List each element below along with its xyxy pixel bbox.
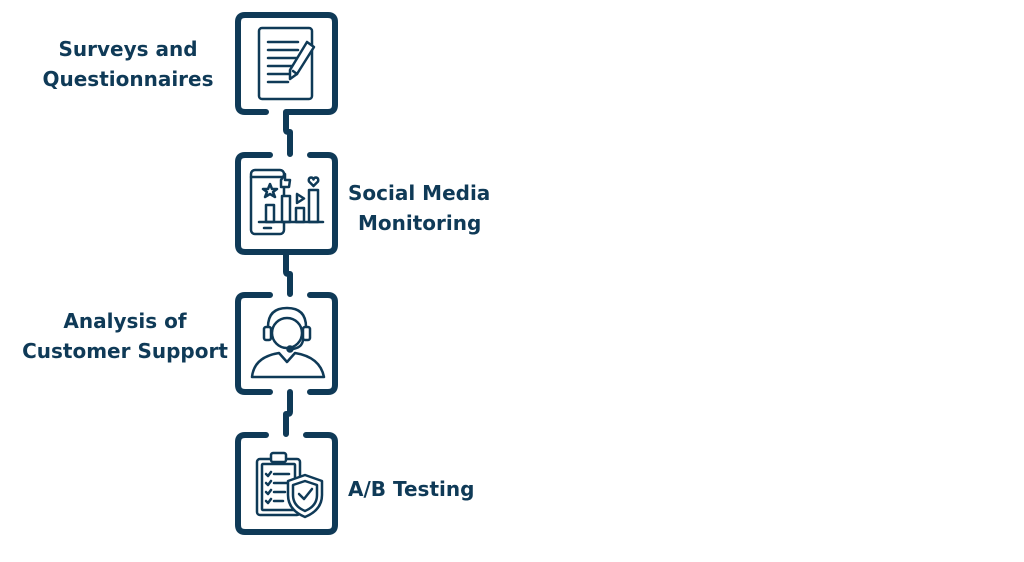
step-box-1 bbox=[235, 12, 338, 115]
connector-3-4 bbox=[283, 389, 293, 437]
step-box-4 bbox=[235, 432, 338, 535]
step-label-line: Analysis of bbox=[63, 309, 187, 333]
ab-testing-clipboard-shield-icon bbox=[255, 451, 324, 519]
step-label-line: Social Media bbox=[348, 181, 491, 205]
connectors bbox=[283, 109, 309, 437]
connector-2-3 bbox=[283, 249, 293, 297]
step-label-line: A/B Testing bbox=[348, 477, 475, 501]
step-label-social-media: Social Media Monitoring bbox=[348, 178, 490, 238]
step-label-customer-support: Analysis of Customer Support bbox=[20, 306, 230, 366]
step-label-line: Monitoring bbox=[358, 211, 482, 235]
survey-document-pen-icon bbox=[257, 26, 316, 101]
step-label-surveys: Surveys and Questionnaires bbox=[28, 34, 228, 94]
step-label-line: Questionnaires bbox=[42, 67, 214, 91]
step-box-2 bbox=[235, 152, 338, 255]
social-media-analytics-phone-icon bbox=[249, 168, 325, 236]
customer-support-headset-icon bbox=[250, 306, 326, 379]
step-label-ab-testing: A/B Testing bbox=[348, 474, 474, 504]
step-box-3 bbox=[235, 292, 338, 395]
step-label-line: Customer Support bbox=[22, 339, 228, 363]
connector-1-2 bbox=[283, 109, 309, 157]
step-label-line: Surveys and bbox=[58, 37, 198, 61]
